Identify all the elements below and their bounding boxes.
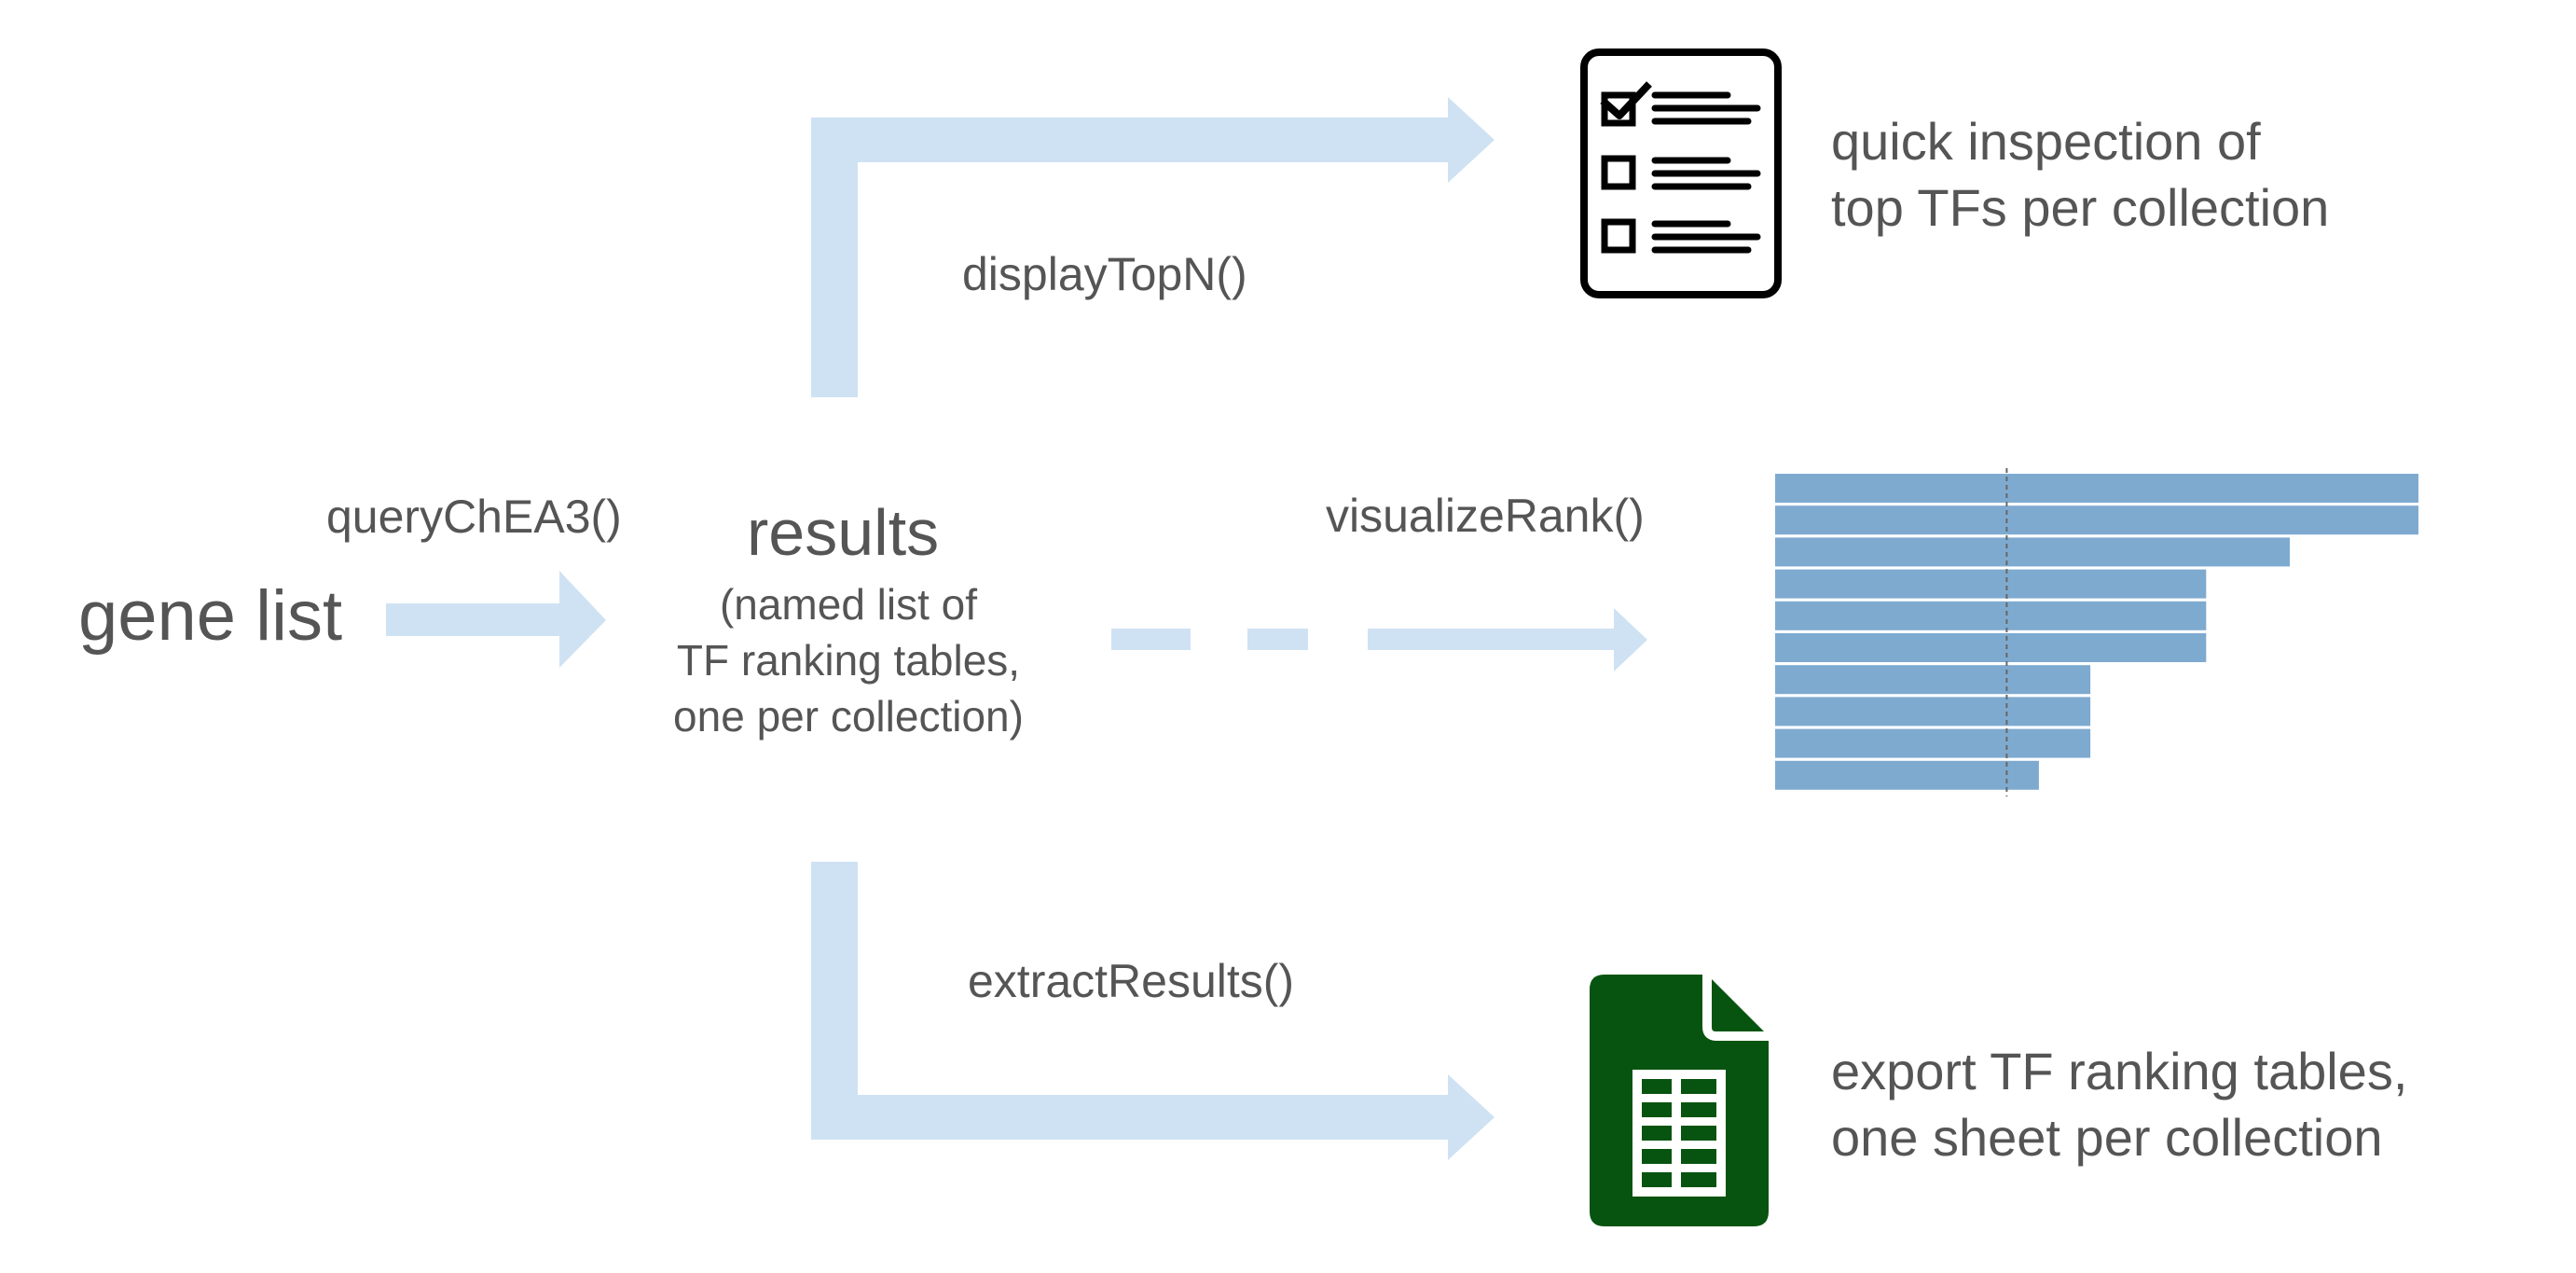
rank-bar-chart	[1775, 468, 2418, 796]
rank-bar	[1775, 601, 2207, 630]
gene-list-label: gene list	[78, 576, 343, 656]
arrow-extract-results	[811, 862, 1495, 1160]
top-desc-line-2: top TFs per collection	[1831, 178, 2330, 237]
bottom-output-description: export TF ranking tables, one sheet per …	[1831, 1038, 2407, 1170]
rank-bar	[1775, 474, 2418, 503]
top-output-description: quick inspection of top TFs per collecti…	[1831, 108, 2329, 241]
visualize-function-label: visualizeRank()	[1326, 490, 1645, 542]
bottom-desc-line-1: export TF ranking tables,	[1831, 1042, 2408, 1100]
rank-bar	[1775, 665, 2091, 695]
rank-bar	[1775, 760, 2039, 790]
rank-bar	[1775, 537, 2290, 567]
results-desc-line-2: TF ranking tables,	[676, 636, 1021, 685]
rank-bar	[1775, 569, 2207, 599]
arrow-visualize-head	[1368, 608, 1647, 671]
rank-bar	[1775, 633, 2207, 662]
arrow-display-topn	[811, 97, 1495, 397]
rank-bar	[1775, 697, 2091, 726]
results-title: results	[747, 496, 940, 569]
rank-bar	[1775, 505, 2418, 535]
arrow-visualize-dash-1	[1111, 629, 1191, 650]
results-desc-line-1: (named list of	[719, 580, 978, 629]
arrow-visualize-dash-2	[1247, 629, 1308, 650]
bottom-desc-line-2: one sheet per collection	[1831, 1108, 2383, 1167]
results-desc-line-3: one per collection)	[673, 692, 1024, 740]
display-function-label: displayTopN()	[962, 248, 1247, 300]
extract-function-label: extractResults()	[968, 955, 1295, 1007]
arrow-query	[386, 571, 606, 668]
checklist-icon	[1580, 48, 1782, 298]
results-description: (named list of TF ranking tables, one pe…	[559, 576, 1137, 744]
rank-bar	[1775, 728, 2091, 758]
query-function-label: queryChEA3()	[326, 491, 622, 543]
spreadsheet-icon	[1590, 975, 1769, 1226]
top-desc-line-1: quick inspection of	[1831, 112, 2261, 171]
